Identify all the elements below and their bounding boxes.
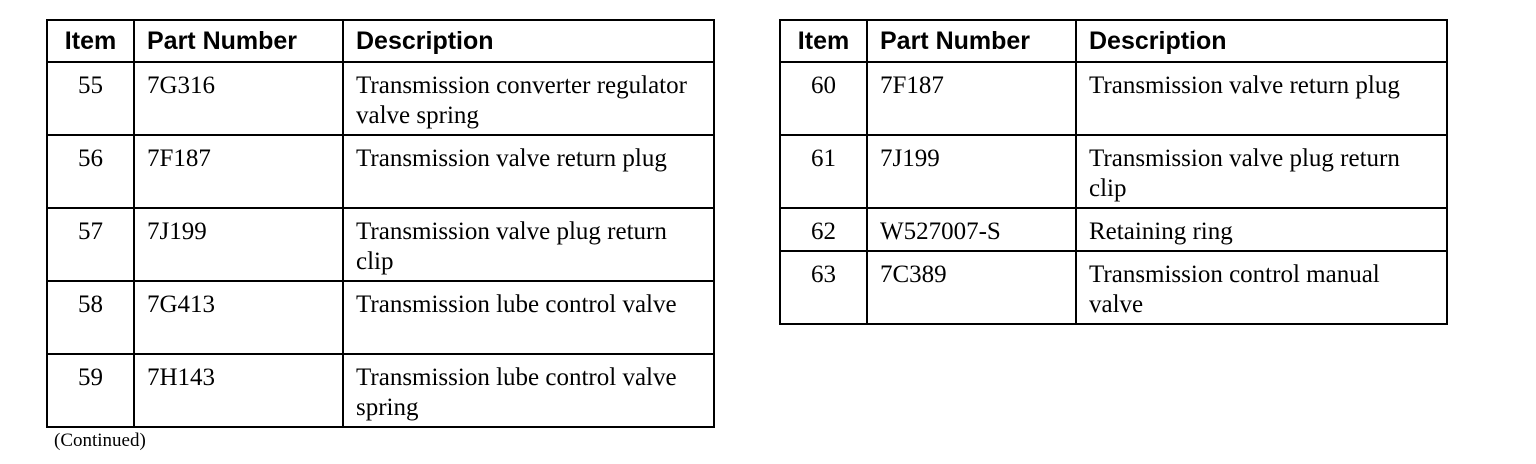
item-cell: 59 xyxy=(46,353,135,428)
table-row: 63 7C389 Transmission control manual val… xyxy=(779,250,1448,325)
item-cell: 56 xyxy=(46,134,135,209)
item-cell: 57 xyxy=(46,207,135,282)
description-cell: Transmission lube control valve spring xyxy=(342,353,715,428)
parts-table-left: Item Part Number Description 55 7G316 Tr… xyxy=(46,19,715,428)
item-cell: 60 xyxy=(779,61,868,136)
description-cell: Retaining ring xyxy=(1075,207,1448,252)
table-header-row: Item Part Number Description xyxy=(779,19,1448,63)
part-number-cell: 7J199 xyxy=(133,207,344,282)
description-cell: Transmission valve plug return clip xyxy=(342,207,715,282)
table-row: 58 7G413 Transmission lube control valve xyxy=(46,280,715,355)
column-header-item: Item xyxy=(46,19,135,63)
column-header-part-number: Part Number xyxy=(866,19,1077,63)
part-number-cell: 7G413 xyxy=(133,280,344,355)
column-header-description: Description xyxy=(1075,19,1448,63)
part-number-cell: 7H143 xyxy=(133,353,344,428)
item-cell: 61 xyxy=(779,134,868,209)
part-number-cell: W527007-S xyxy=(866,207,1077,252)
column-header-description: Description xyxy=(342,19,715,63)
description-cell: Transmission valve return plug xyxy=(342,134,715,209)
continued-note: (Continued) xyxy=(54,430,146,451)
description-cell: Transmission control manual valve xyxy=(1075,250,1448,325)
description-cell: Transmission valve return plug xyxy=(1075,61,1448,136)
item-cell: 62 xyxy=(779,207,868,252)
table-row: 57 7J199 Transmission valve plug return … xyxy=(46,207,715,282)
table-row: 62 W527007-S Retaining ring xyxy=(779,207,1448,252)
part-number-cell: 7C389 xyxy=(866,250,1077,325)
item-cell: 55 xyxy=(46,61,135,136)
item-cell: 58 xyxy=(46,280,135,355)
table-row: 55 7G316 Transmission converter regulato… xyxy=(46,61,715,136)
column-header-part-number: Part Number xyxy=(133,19,344,63)
table-row: 56 7F187 Transmission valve return plug xyxy=(46,134,715,209)
part-number-cell: 7J199 xyxy=(866,134,1077,209)
column-header-item: Item xyxy=(779,19,868,63)
part-number-cell: 7F187 xyxy=(866,61,1077,136)
parts-table-right: Item Part Number Description 60 7F187 Tr… xyxy=(779,19,1448,325)
part-number-cell: 7G316 xyxy=(133,61,344,136)
description-cell: Transmission valve plug return clip xyxy=(1075,134,1448,209)
table-row: 61 7J199 Transmission valve plug return … xyxy=(779,134,1448,209)
item-cell: 63 xyxy=(779,250,868,325)
table-row: 59 7H143 Transmission lube control valve… xyxy=(46,353,715,428)
table-header-row: Item Part Number Description xyxy=(46,19,715,63)
table-row: 60 7F187 Transmission valve return plug xyxy=(779,61,1448,136)
description-cell: Transmission converter regulator valve s… xyxy=(342,61,715,136)
description-cell: Transmission lube control valve xyxy=(342,280,715,355)
part-number-cell: 7F187 xyxy=(133,134,344,209)
